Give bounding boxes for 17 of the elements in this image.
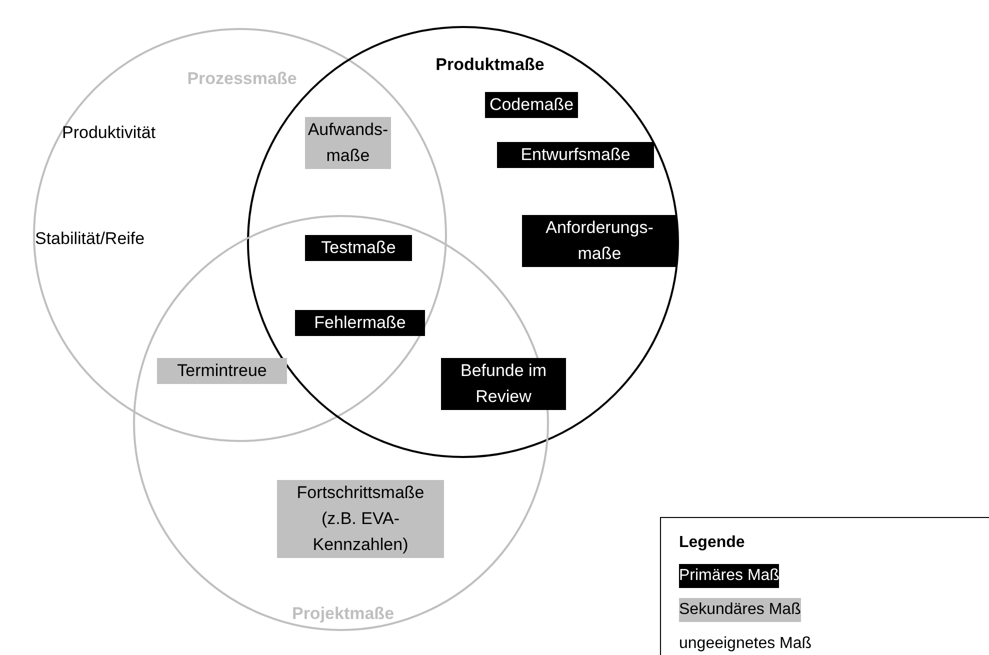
set-heading: Projektmaße: [292, 603, 394, 625]
measure-label: Produktivität: [62, 122, 156, 144]
measure-tag: Entwurfsmaße: [497, 142, 654, 168]
legend-entry: ungeeignetes Maß: [679, 634, 812, 654]
measure-tag: Codemaße: [485, 92, 578, 118]
legend-title: Legende: [679, 533, 745, 553]
measure-label: Stabilität/Reife: [35, 228, 145, 250]
measure-tag: Fehlermaße: [295, 310, 425, 336]
measure-tag: Termintreue: [157, 358, 287, 384]
legend-entry: Sekundäres Maß: [679, 598, 801, 622]
measure-tag: Aufwands- maße: [305, 117, 391, 169]
set-heading: Prozessmaße: [187, 68, 297, 90]
measure-tag: Testmaße: [305, 235, 412, 261]
measure-tag: Fortschrittsmaße (z.B. EVA- Kennzahlen): [277, 480, 444, 558]
measure-tag: Anforderungs- maße: [522, 215, 677, 267]
set-heading: Produktmaße: [436, 54, 544, 76]
legend-entry: Primäres Maß: [679, 564, 780, 588]
